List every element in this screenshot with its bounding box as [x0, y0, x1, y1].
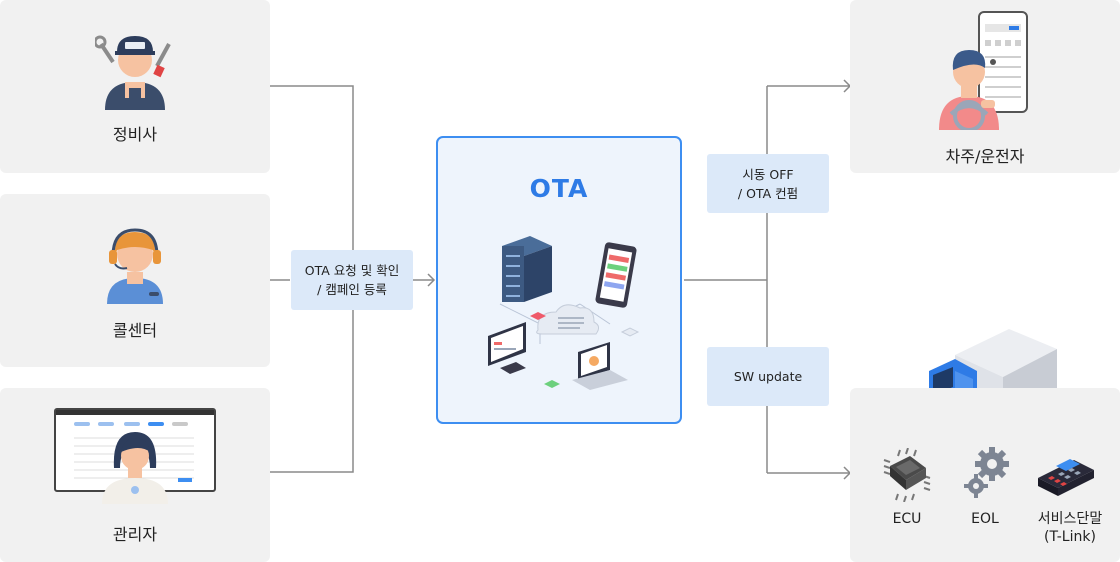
actor-card-call-center: 콜센터	[0, 194, 270, 367]
sw-update-text: SW update	[733, 369, 803, 384]
request-line-1: OTA 요청 및 확인	[304, 263, 400, 278]
request-campaign-label: OTA 요청 및 확인 / 캠페인 등록	[291, 250, 413, 310]
device-label-ecu: ECU	[892, 511, 922, 527]
actor-card-mechanic: 정비사	[0, 0, 270, 173]
service-terminal-code: (T-Link)	[1044, 529, 1096, 545]
actor-label: 콜센터	[112, 321, 158, 340]
ota-box: OTA	[436, 136, 682, 424]
mechanic-icon	[95, 35, 171, 110]
devices-card: ECU EOL 서비스단말 (T-Link)	[850, 388, 1120, 562]
gear-icon	[964, 447, 1009, 498]
owner-card: 차주/운전자	[850, 0, 1120, 173]
engine-off-confirm-label: 시동 OFF / OTA 컨펌	[707, 154, 829, 213]
engine-off-line-1: 시동 OFF	[742, 166, 794, 182]
actor-label: 정비사	[112, 125, 158, 144]
service-terminal-name: 서비스단말	[1037, 511, 1103, 527]
actor-label: 관리자	[112, 525, 158, 544]
ota-network-illustration-icon	[488, 236, 640, 390]
sw-update-label: SW update	[707, 347, 829, 406]
request-line-2: / 캠페인 등록	[317, 282, 387, 297]
device-label-eol: EOL	[971, 511, 999, 527]
payment-terminal-icon	[1038, 459, 1094, 496]
engine-off-line-2: / OTA 컨펌	[737, 185, 799, 201]
driver-with-phone-icon	[939, 11, 1028, 130]
call-center-agent-icon	[107, 228, 163, 304]
actor-card-admin: 관리자	[0, 388, 270, 562]
owner-label: 차주/운전자	[945, 147, 1025, 166]
device-label-service-terminal: 서비스단말 (T-Link)	[1020, 510, 1120, 546]
ota-title: OTA	[529, 174, 589, 203]
admin-icon	[54, 408, 216, 504]
chip-icon	[883, 448, 931, 502]
